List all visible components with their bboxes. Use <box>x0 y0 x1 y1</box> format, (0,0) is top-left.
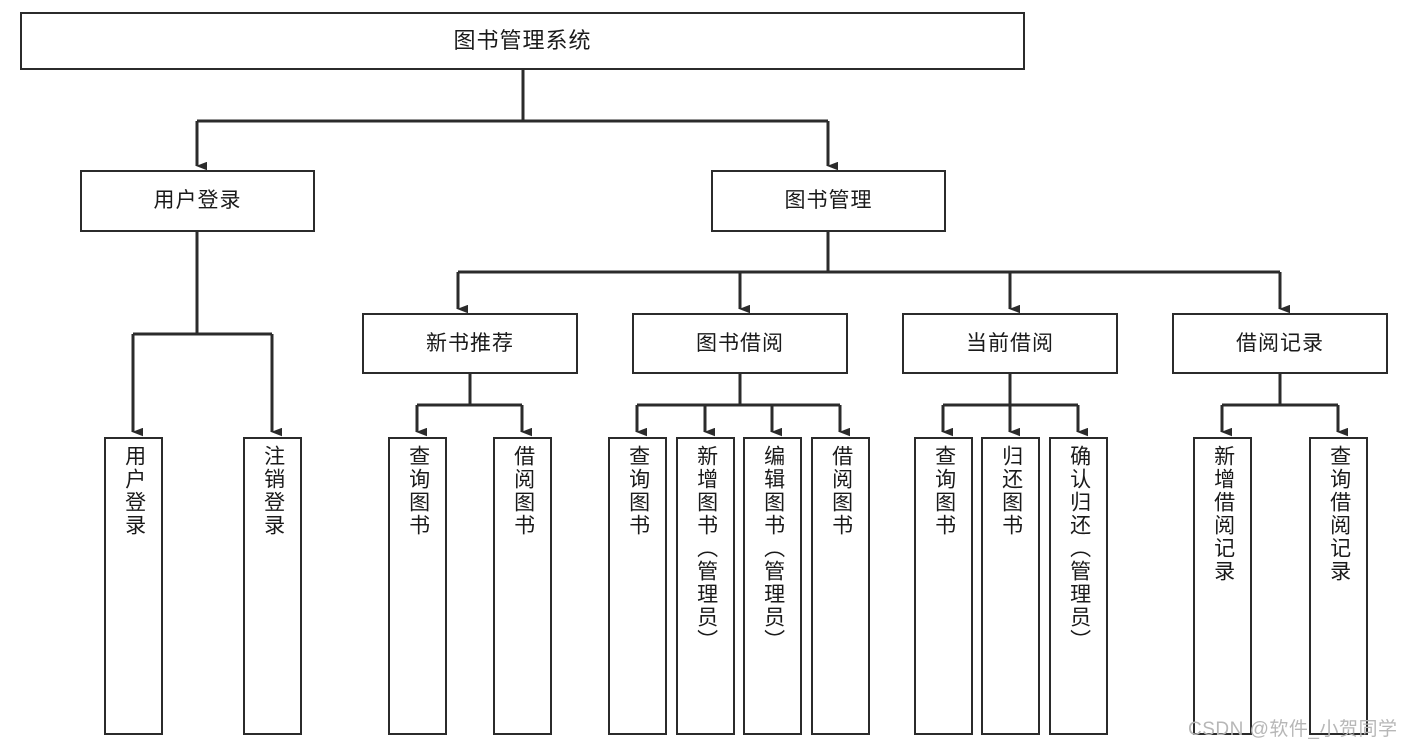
node-leaf-borrow-book[interactable]: 借阅图书 <box>811 437 870 735</box>
node-leaf-add-book-admin[interactable]: 新增图书（管理员） <box>676 437 735 735</box>
node-leaf-logout[interactable]: 注销登录 <box>243 437 302 735</box>
node-label: 借阅图书 <box>511 445 535 537</box>
node-label: 编辑图书（管理员） <box>761 445 785 652</box>
node-current-borrow[interactable]: 当前借阅 <box>902 313 1118 374</box>
node-label: 用户登录 <box>122 445 146 537</box>
node-leaf-add-borrow-record[interactable]: 新增借阅记录 <box>1193 437 1252 735</box>
node-label: 查询图书 <box>626 445 650 537</box>
node-leaf-user-login[interactable]: 用户登录 <box>104 437 163 735</box>
node-label: 图书借阅 <box>696 331 784 355</box>
node-label: 查询借阅记录 <box>1327 445 1351 583</box>
node-label: 归还图书 <box>999 445 1023 537</box>
csdn-watermark: CSDN @软件_小贺同学 <box>1188 719 1398 740</box>
node-label: 新增图书（管理员） <box>694 445 718 652</box>
node-leaf-edit-book-admin[interactable]: 编辑图书（管理员） <box>743 437 802 735</box>
node-label: 确认归还（管理员） <box>1067 445 1091 652</box>
node-label: 新书推荐 <box>426 331 514 355</box>
node-leaf-confirm-return-admin[interactable]: 确认归还（管理员） <box>1049 437 1108 735</box>
node-label: 借阅图书 <box>829 445 853 537</box>
node-label: 当前借阅 <box>966 331 1054 355</box>
node-leaf-query-book-borrow[interactable]: 查询图书 <box>608 437 667 735</box>
node-label: 借阅记录 <box>1236 331 1324 355</box>
node-new-book-recommend[interactable]: 新书推荐 <box>362 313 578 374</box>
node-borrow-record[interactable]: 借阅记录 <box>1172 313 1388 374</box>
node-leaf-query-book-current[interactable]: 查询图书 <box>914 437 973 735</box>
node-book-management[interactable]: 图书管理 <box>711 170 946 232</box>
node-label: 用户登录 <box>153 189 242 213</box>
node-label: 图书管理系统 <box>453 27 592 53</box>
node-root-book-management-system[interactable]: 图书管理系统 <box>20 12 1025 70</box>
node-leaf-return-book[interactable]: 归还图书 <box>981 437 1040 735</box>
node-leaf-query-borrow-record[interactable]: 查询借阅记录 <box>1309 437 1368 735</box>
node-label: 新增借阅记录 <box>1211 445 1235 583</box>
node-user-login[interactable]: 用户登录 <box>80 170 315 232</box>
node-leaf-query-book-recommend[interactable]: 查询图书 <box>388 437 447 735</box>
node-book-borrow[interactable]: 图书借阅 <box>632 313 848 374</box>
node-label: 注销登录 <box>261 445 285 537</box>
node-label: 图书管理 <box>784 189 873 213</box>
node-leaf-borrow-book-recommend[interactable]: 借阅图书 <box>493 437 552 735</box>
node-label: 查询图书 <box>932 445 956 537</box>
node-label: 查询图书 <box>406 445 430 537</box>
